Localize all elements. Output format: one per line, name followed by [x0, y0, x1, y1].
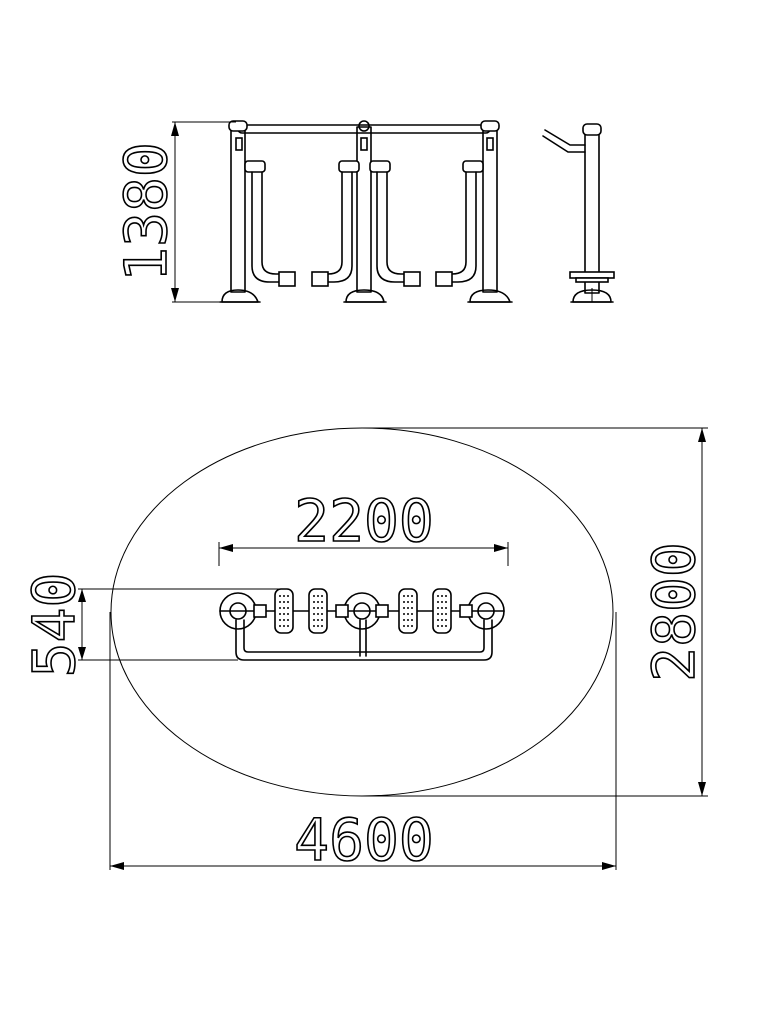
- area-width-dimension: 2800: [362, 427, 709, 797]
- area-length-dimension: 4600: [109, 612, 617, 875]
- height-dimension: 1380: [111, 121, 236, 303]
- safety-area-ellipse: [110, 427, 614, 797]
- plan-view: [110, 427, 614, 797]
- side-elevation: [542, 123, 615, 303]
- length-dimension: 2200: [218, 486, 509, 566]
- length-dimension-label: 2200: [294, 487, 434, 555]
- area-length-dimension-label: 4600: [294, 806, 434, 874]
- area-width-dimension-label: 2800: [640, 542, 708, 682]
- depth-dimension: 540: [19, 572, 283, 678]
- depth-dimension-label: 540: [20, 573, 88, 678]
- front-elevation: [219, 120, 513, 303]
- height-dimension-label: 1380: [112, 142, 180, 282]
- pedal-plan: [274, 588, 452, 634]
